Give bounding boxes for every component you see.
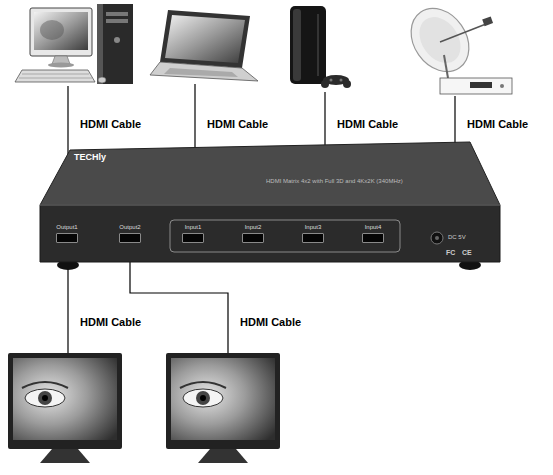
port-label: Input2 bbox=[240, 224, 266, 231]
matrix-switch: TECHlyHDMI Matrix 4x2 with Full 3D and 4… bbox=[38, 140, 502, 270]
port-label: Output1 bbox=[54, 224, 80, 231]
hdmi-port: Input3 bbox=[300, 224, 326, 243]
port-label: Input1 bbox=[180, 224, 206, 231]
certification-mark: FC bbox=[446, 249, 455, 257]
port-socket bbox=[182, 233, 204, 243]
port-socket bbox=[242, 233, 264, 243]
brand-logo: TECHly bbox=[74, 152, 106, 162]
cable-label: HDMI Cable bbox=[240, 316, 301, 329]
hdmi-port: Output1 bbox=[54, 224, 80, 243]
port-label: Input3 bbox=[300, 224, 326, 231]
hdmi-port: Input1 bbox=[180, 224, 206, 243]
cable-label: HDMI Cable bbox=[80, 316, 141, 329]
cable-label: HDMI Cable bbox=[337, 118, 398, 131]
hdmi-cable bbox=[68, 262, 228, 353]
port-socket bbox=[362, 233, 384, 243]
hdmi-port: Input4 bbox=[360, 224, 386, 243]
satellite-receiver bbox=[399, 0, 512, 94]
cable-label: HDMI Cable bbox=[207, 118, 268, 131]
power-label: DC 5V bbox=[448, 234, 466, 241]
television bbox=[8, 353, 122, 463]
device-title: HDMI Matrix 4x2 with Full 3D and 4Kx2K (… bbox=[266, 178, 403, 185]
port-socket bbox=[56, 233, 78, 243]
port-label: Output2 bbox=[117, 224, 143, 231]
television bbox=[166, 353, 280, 463]
game-console bbox=[290, 6, 351, 88]
laptop bbox=[150, 10, 258, 81]
cable-label: HDMI Cable bbox=[467, 118, 528, 131]
hdmi-port: Output2 bbox=[117, 224, 143, 243]
port-socket bbox=[302, 233, 324, 243]
cable-label: HDMI Cable bbox=[80, 118, 141, 131]
hdmi-port: Input2 bbox=[240, 224, 266, 243]
certification-mark: CE bbox=[462, 249, 472, 257]
device-body bbox=[38, 140, 502, 270]
port-socket bbox=[119, 233, 141, 243]
desktop-computer bbox=[15, 4, 133, 84]
port-label: Input4 bbox=[360, 224, 386, 231]
